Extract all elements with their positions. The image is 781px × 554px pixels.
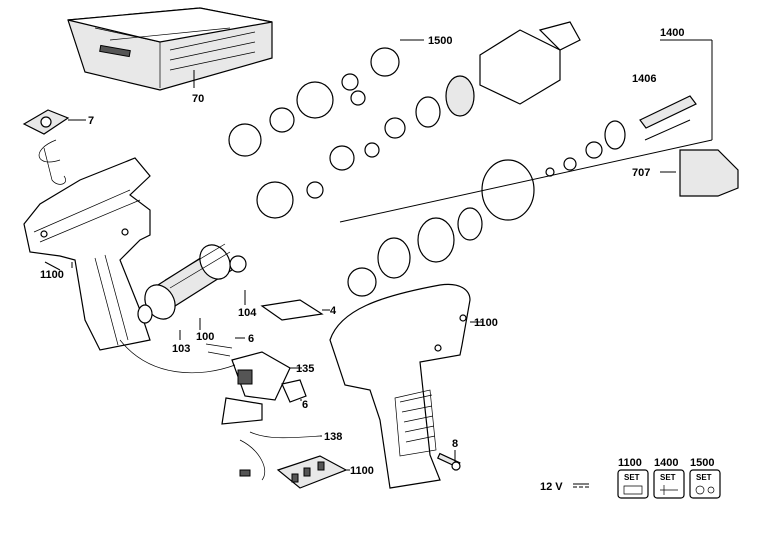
- set-1100-label: SET: [624, 473, 640, 482]
- set-legend: 1100 SET 1400 SET 1500 SET: [617, 457, 721, 499]
- clutch-parts: [347, 21, 581, 297]
- label-1100-right: 1100: [474, 317, 498, 329]
- set-1400-number: 1400: [654, 457, 678, 469]
- spindle-set: [339, 39, 739, 223]
- label-4: 4: [330, 305, 337, 317]
- label-1100-left: 1100: [40, 269, 64, 281]
- housing-screw: [436, 452, 461, 471]
- voltage-marker: 12 V: [540, 481, 589, 493]
- label-1500: 1500: [428, 35, 452, 47]
- label-6-bottom: 6: [302, 399, 308, 411]
- voltage-label: 12 V: [540, 481, 563, 493]
- label-1406: 1406: [632, 73, 656, 85]
- label-1400: 1400: [660, 27, 684, 39]
- set-1500-number: 1500: [690, 457, 714, 469]
- label-plate: [260, 299, 330, 321]
- motor: [137, 243, 247, 324]
- set-1100: 1100 SET: [617, 457, 649, 499]
- label-7: 7: [88, 115, 94, 127]
- set-1400-label: SET: [660, 473, 676, 482]
- label-70: 70: [192, 93, 204, 105]
- gearbox-set: [228, 39, 424, 219]
- set-1400: 1400 SET: [653, 457, 685, 499]
- belt-clip: [22, 109, 86, 185]
- leader-lines: [44, 261, 482, 471]
- set-1500: 1500 SET: [689, 457, 721, 499]
- label-707: 707: [632, 167, 650, 179]
- label-104: 104: [238, 307, 257, 319]
- label-138: 138: [324, 431, 342, 443]
- label-1100-contact: 1100: [350, 465, 374, 477]
- label-100: 100: [196, 331, 214, 343]
- label-103: 103: [172, 343, 190, 355]
- switch-assembly: [119, 339, 307, 425]
- left-housing-half: [23, 157, 151, 351]
- part-labels: 70 7 1500 1400 1406 707 1100 4 104 100 1…: [40, 27, 684, 477]
- label-135: 135: [296, 363, 314, 375]
- set-1100-number: 1100: [618, 457, 642, 469]
- right-housing-half: [329, 283, 471, 489]
- carrying-case: [67, 7, 273, 91]
- set-1500-label: SET: [696, 473, 712, 482]
- label-6-top: 6: [248, 333, 254, 345]
- label-8: 8: [452, 438, 458, 450]
